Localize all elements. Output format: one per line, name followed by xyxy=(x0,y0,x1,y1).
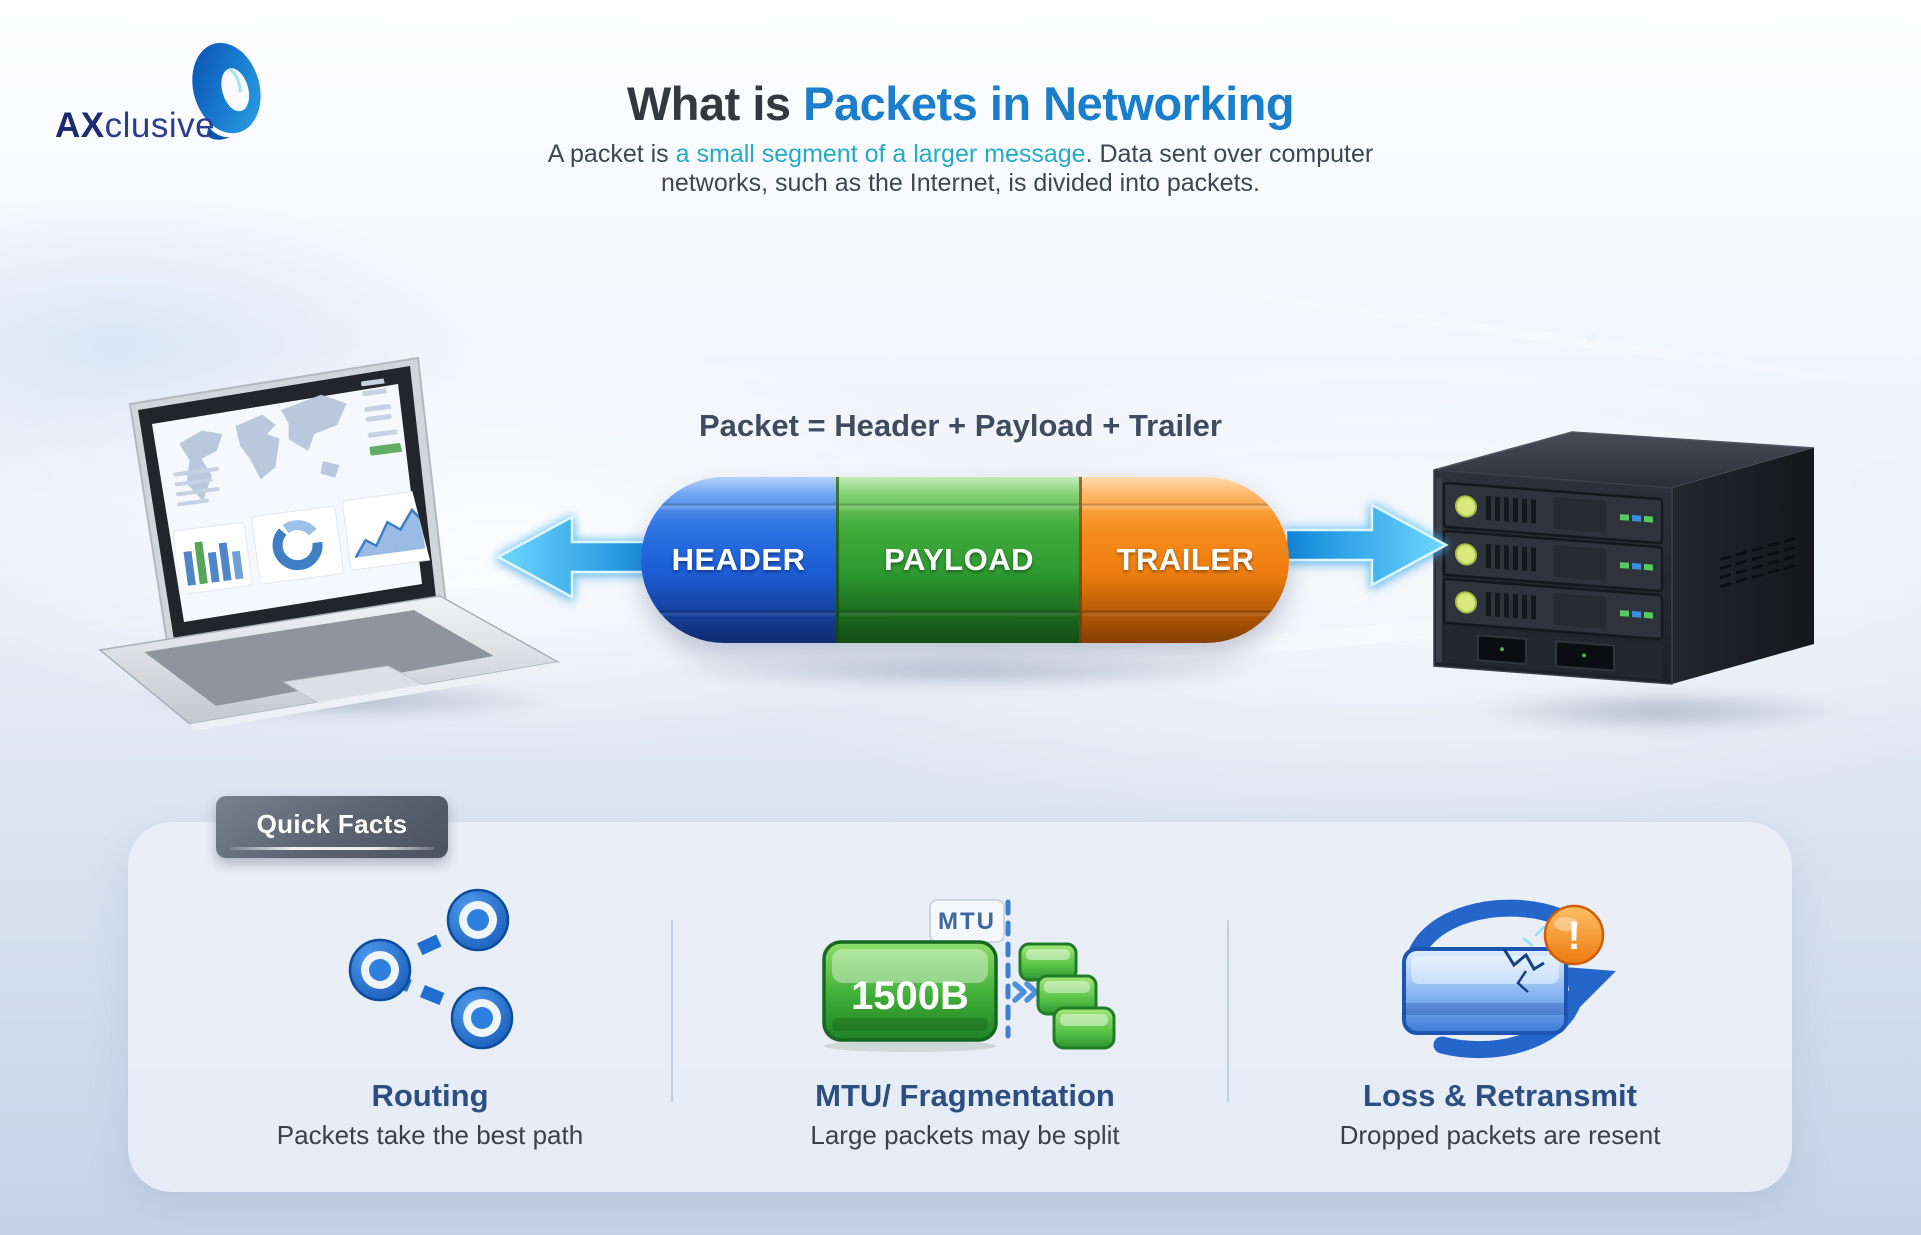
fact-divider xyxy=(1227,920,1229,1102)
fact-description: Large packets may be split xyxy=(810,1120,1120,1150)
routing-nodes-icon xyxy=(348,888,514,1050)
mtu-tag-label: MTU xyxy=(938,908,996,935)
fact-title: MTU/ Fragmentation xyxy=(815,1078,1115,1113)
subtitle-line-2: networks, such as the Internet, is divid… xyxy=(661,169,1260,197)
fact-mtu-fragmentation: MTU/ Fragmentation Large packets may be … xyxy=(705,880,1225,1180)
server-illustration xyxy=(1433,431,1815,685)
subtitle-line-1: A packet is a small segment of a larger … xyxy=(0,140,1921,169)
page-subtitle: A packet is a small segment of a larger … xyxy=(0,140,1921,198)
capsule-shadow xyxy=(660,652,1270,690)
laptop-illustration xyxy=(98,356,561,731)
bokeh-dot xyxy=(28,468,48,488)
fact-title: Loss & Retransmit xyxy=(1363,1078,1637,1113)
brand-name-rest: clusive xyxy=(104,106,216,145)
transfer-arrow-left-icon xyxy=(495,514,660,600)
fact-title: Routing xyxy=(371,1078,489,1113)
bokeh-dot xyxy=(1852,470,1868,486)
segment-header-label: HEADER xyxy=(671,542,806,577)
segment-payload-label: PAYLOAD xyxy=(884,542,1034,577)
fact-description: Packets take the best path xyxy=(276,1120,584,1150)
segment-gloss xyxy=(1081,477,1289,643)
fact-routing: Routing Packets take the best path xyxy=(170,880,690,1180)
tab-underline xyxy=(230,847,434,850)
page-title-highlight: Packets in Networking xyxy=(803,77,1295,130)
page-title-prefix: What is xyxy=(626,77,804,130)
mtu-size-label: 1500B xyxy=(851,974,969,1018)
segment-trailer-label: TRAILER xyxy=(1116,542,1255,577)
packet-segment-trailer: TRAILER xyxy=(1078,477,1289,643)
segment-gloss xyxy=(641,477,837,643)
server-shadow xyxy=(1470,690,1850,732)
fact-description: Dropped packets are resent xyxy=(1339,1120,1661,1150)
quick-facts-tab: Quick Facts xyxy=(216,796,448,858)
fact-loss-retransmit: Loss & Retransmit Dropped packets are re… xyxy=(1240,880,1760,1180)
bokeh-dot xyxy=(150,614,165,629)
brand-swirl-icon xyxy=(192,42,261,140)
brand-logo: AXclusive xyxy=(55,34,325,146)
packet-formula: Packet = Header + Payload + Trailer xyxy=(698,408,1222,443)
subtitle-highlight: a small segment of a larger message xyxy=(675,140,1086,168)
brand-name-bold: AX xyxy=(55,106,105,145)
subtitle-prefix: A packet is xyxy=(547,140,676,168)
bokeh-dot xyxy=(62,540,74,552)
subtitle-suffix: . Data sent over computer xyxy=(1085,140,1374,168)
brand-name: AXclusive xyxy=(55,106,215,146)
light-streak xyxy=(1153,277,1907,393)
bokeh-dot xyxy=(1586,332,1596,342)
packet-segment-payload: PAYLOAD xyxy=(836,477,1079,643)
mtu-fragmentation-icon: MTU 1500B xyxy=(822,899,1116,1052)
packet-segment-header: HEADER xyxy=(641,477,837,643)
alert-exclamation-glyph: ! xyxy=(1567,914,1580,958)
packet-capsule: HEADER PAYLOAD TRAILER xyxy=(641,477,1289,643)
fact-divider xyxy=(671,920,673,1102)
segment-gloss xyxy=(839,477,1079,643)
transfer-arrow-right-icon xyxy=(1284,502,1449,588)
page-title: What is Packets in Networking xyxy=(0,76,1921,131)
quick-facts-tab-label: Quick Facts xyxy=(256,808,408,839)
loss-retransmit-icon: ! xyxy=(1402,899,1616,1059)
